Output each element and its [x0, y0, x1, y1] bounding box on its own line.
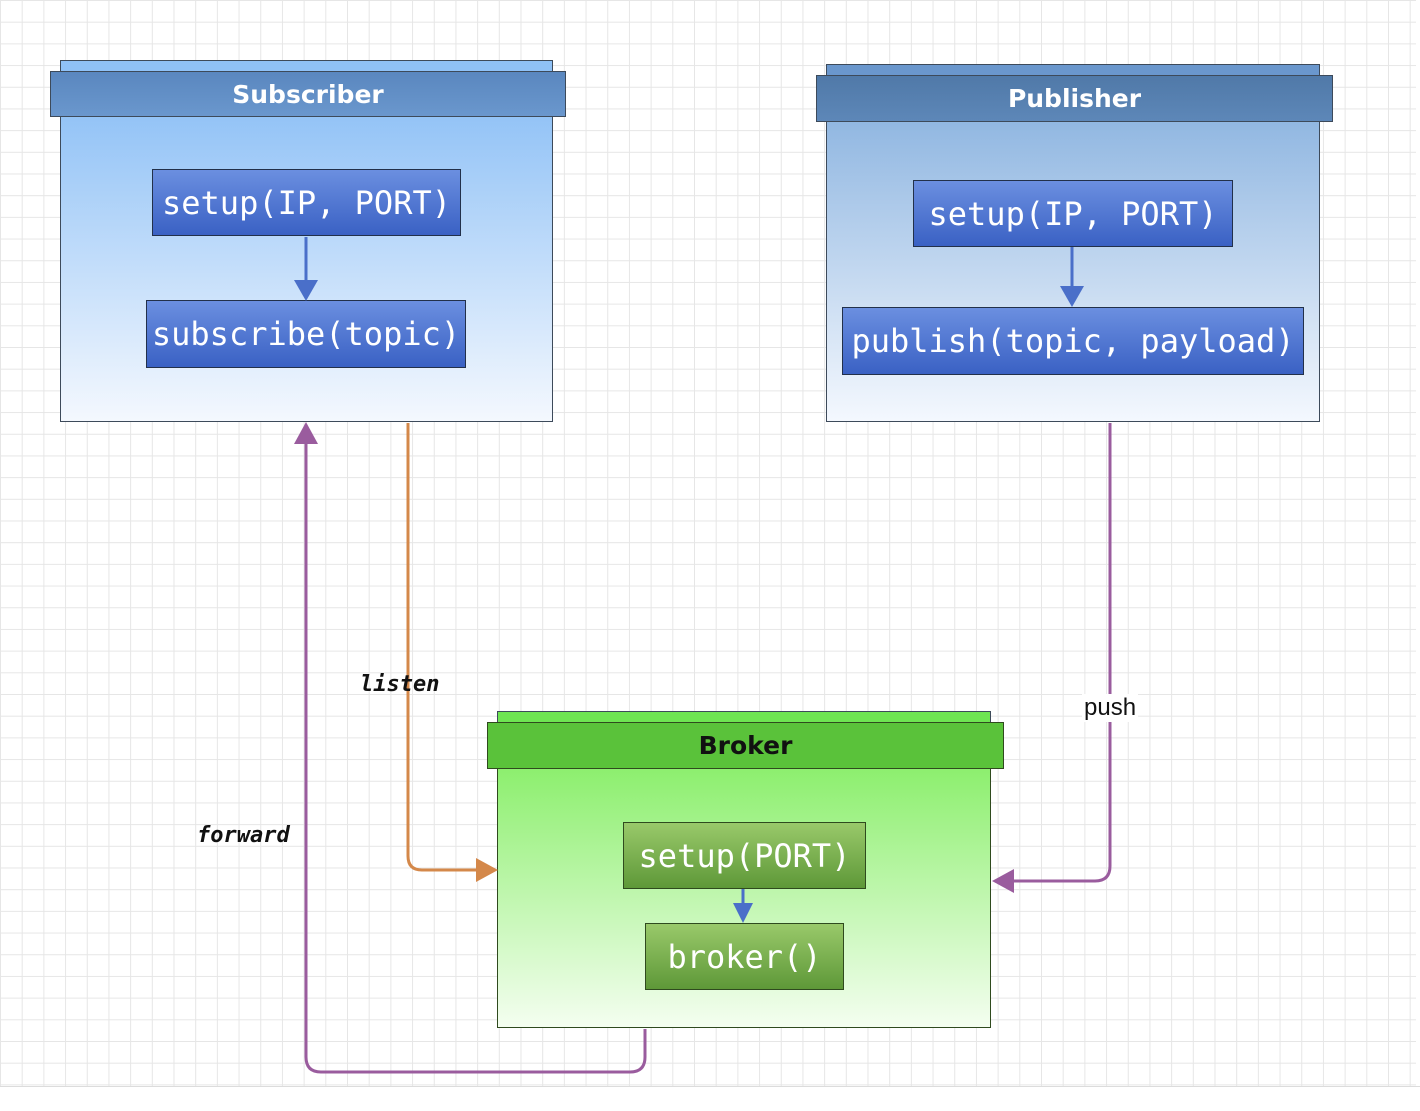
subscriber-setup-node[interactable]: setup(IP, PORT) — [152, 169, 461, 236]
listen-edge-label: listen — [360, 672, 440, 697]
publisher-group-title: Publisher — [816, 75, 1333, 122]
canvas-edge-bottom — [0, 1086, 1420, 1111]
listen-edge — [406, 423, 498, 882]
push-edge — [992, 423, 1112, 893]
broker-loop-node[interactable]: broker() — [645, 923, 844, 990]
push-edge-label: push — [1082, 694, 1139, 722]
subscriber-internal-arrow — [294, 237, 318, 301]
broker-group-title: Broker — [487, 722, 1004, 769]
broker-setup-node[interactable]: setup(PORT) — [623, 822, 866, 889]
canvas-edge-right — [1416, 0, 1420, 1110]
subscriber-group-title: Subscriber — [50, 71, 566, 117]
publisher-setup-node[interactable]: setup(IP, PORT) — [913, 180, 1233, 247]
broker-internal-arrow — [733, 889, 753, 923]
forward-edge — [294, 422, 647, 1074]
publisher-internal-arrow — [1060, 247, 1084, 307]
publisher-publish-node[interactable]: publish(topic, payload) — [842, 307, 1304, 375]
forward-edge-label: forward — [197, 823, 290, 848]
subscriber-group[interactable]: Subscriber setup(IP, PORT) subscribe(top… — [50, 60, 566, 423]
